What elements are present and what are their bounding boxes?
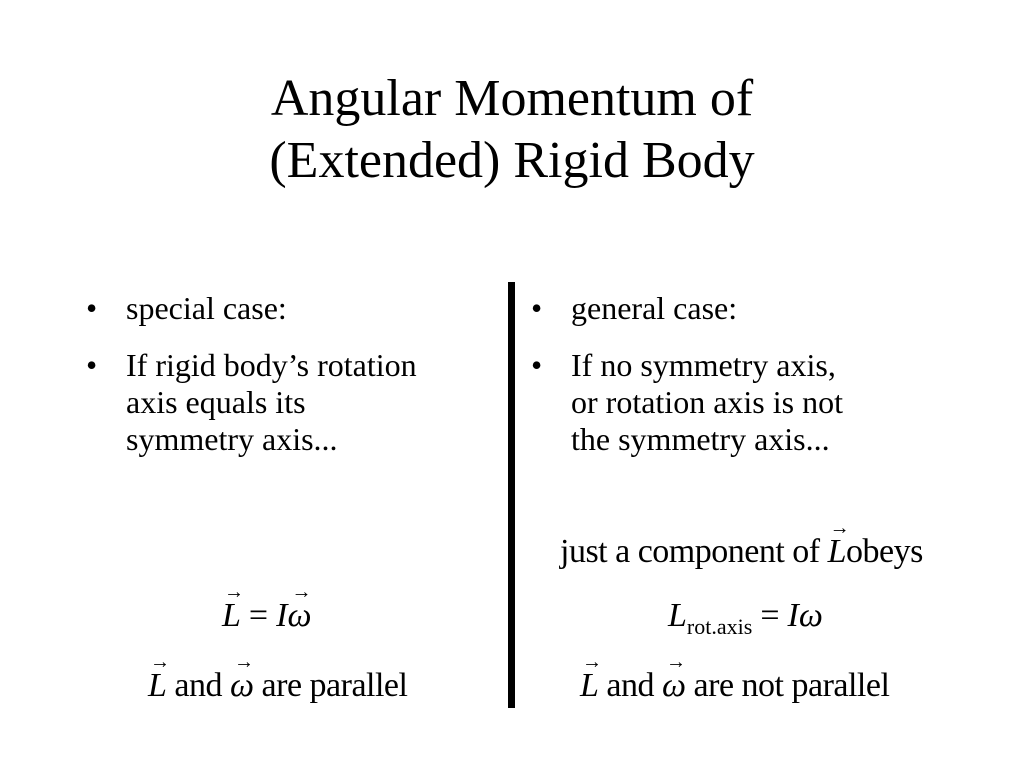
bullet-line: or rotation axis is not (571, 384, 843, 420)
bullet-line: If no symmetry axis, (571, 347, 836, 383)
vector-arrow-icon: → (234, 651, 254, 673)
vector-arrow-icon: → (224, 581, 244, 603)
vector-arrow-icon: → (829, 517, 850, 539)
left-column: • special case: • If rigid body’s rotati… (86, 290, 501, 478)
vector-arrow-icon: → (582, 651, 602, 673)
bullet-line: axis equals its (126, 384, 306, 420)
vector-arrow-icon: → (291, 581, 312, 603)
bullet-line: general case: (571, 290, 738, 326)
vector-omega: →ω (230, 651, 254, 704)
column-divider (508, 282, 515, 708)
bullet-dot: • (86, 290, 98, 326)
bullet-dot: • (531, 347, 543, 383)
equals-sign: = (760, 597, 780, 634)
slide-title-line-1: Angular Momentum of (270, 70, 754, 127)
equals-sign: = (248, 597, 269, 634)
vector-arrow-icon: → (150, 651, 170, 673)
angular-momentum-symbol: L (668, 597, 687, 634)
vector-arrow-icon: → (666, 651, 686, 673)
right-note: just a component of →Lobeys (560, 517, 923, 570)
vector-L: →L (580, 651, 602, 704)
rotation-axis-subscript: rot.axis (686, 614, 753, 639)
left-equation: →L=I→ω (222, 581, 312, 636)
vector-L: →L (827, 517, 850, 570)
right-statement: →L and →ω are not parallel (580, 651, 890, 704)
bullet-line: special case: (126, 290, 287, 326)
bullet-line: If rigid body’s rotation (126, 347, 417, 383)
i-omega-term: Iω (787, 597, 823, 634)
left-statement: →L and →ω are parallel (148, 651, 408, 704)
slide-title-line-2: (Extended) Rigid Body (269, 132, 755, 189)
bullet-line: the symmetry axis... (571, 421, 830, 457)
moment-of-inertia-symbol: I (276, 597, 288, 634)
bullet-dot: • (86, 347, 98, 383)
slide-title: Angular Momentum of (Extended) Rigid Bod… (0, 68, 1024, 192)
vector-omega: →ω (287, 581, 312, 634)
left-bullet-1: • special case: (86, 290, 501, 327)
bullet-line: symmetry axis... (126, 421, 338, 457)
vector-omega: →ω (662, 651, 686, 704)
right-bullet-2: • If no symmetry axis, or rotation axis … (531, 347, 1001, 458)
right-column: • general case: • If no symmetry axis, o… (531, 290, 1001, 478)
right-equation: Lrot.axis =Iω (668, 596, 823, 647)
left-bullet-2: • If rigid body’s rotation axis equals i… (86, 347, 501, 458)
bullet-dot: • (531, 290, 543, 326)
vector-L: →L (148, 651, 170, 704)
vector-L: →L (222, 581, 244, 634)
right-bullet-1: • general case: (531, 290, 1001, 327)
